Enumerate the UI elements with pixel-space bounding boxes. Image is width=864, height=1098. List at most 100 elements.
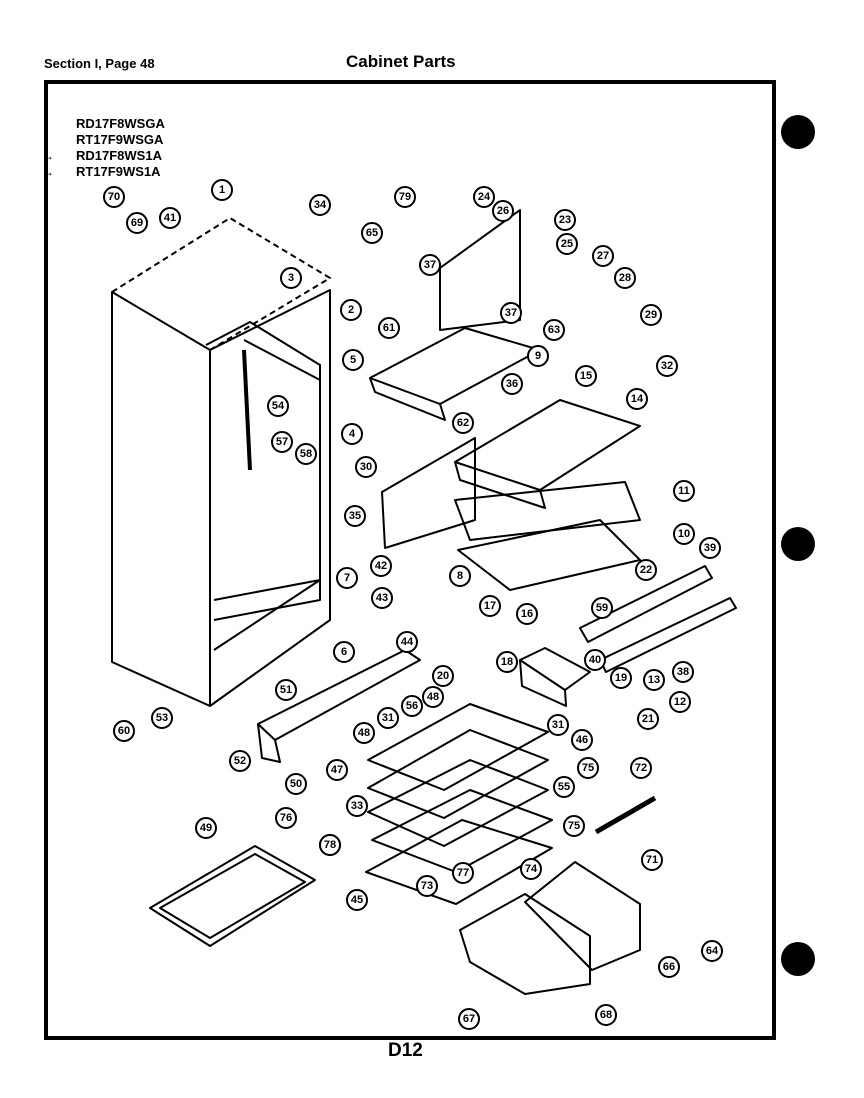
part-callout: 51 [275,679,297,701]
part-callout: 64 [701,940,723,962]
glass-shelf-top [367,703,549,791]
crisper-pan-right [524,861,641,971]
freezer-shelf-lip [369,377,446,421]
part-callout: 48 [422,686,444,708]
part-callout: 28 [614,267,636,289]
part-callout: 39 [699,537,721,559]
part-callout: 29 [640,304,662,326]
arrow-icon: → [42,149,54,163]
liner-bottom [213,579,321,621]
part-callout: 31 [547,714,569,736]
part-callout: 77 [452,862,474,884]
trim-strip [242,349,252,471]
glass-shelf-low [367,759,549,847]
part-callout: 40 [584,649,606,671]
cabinet-top [111,217,331,351]
shelf-front [454,461,546,509]
part-callout: 57 [271,431,293,453]
part-callout: 2 [340,299,362,321]
model-number: RD17F8WS1A [76,148,162,163]
part-callout: 35 [344,505,366,527]
cabinet-shell [111,291,211,707]
liner-rail [243,339,321,381]
part-callout: 53 [151,707,173,729]
model-number: RD17F8WSGA [76,116,165,131]
crisper-shelf [371,789,553,873]
cabinet-side [209,289,331,707]
part-callout: 72 [630,757,652,779]
page-title: Cabinet Parts [346,52,456,71]
part-callout: 20 [432,665,454,687]
part-callout: 19 [610,667,632,689]
part-callout: 25 [556,233,578,255]
crisper-cover [457,519,641,591]
part-callout: 65 [361,222,383,244]
part-callout: 32 [656,355,678,377]
rail-upper [579,565,713,643]
part-callout: 37 [419,254,441,276]
part-callout: 15 [575,365,597,387]
part-callout: 30 [355,456,377,478]
diagram-border [44,80,776,1040]
part-callout: 6 [333,641,355,663]
part-callout: 3 [280,267,302,289]
part-callout: 14 [626,388,648,410]
part-callout: 59 [591,597,613,619]
part-callout: 34 [309,194,331,216]
part-callout: 21 [637,708,659,730]
part-callout: 69 [126,212,148,234]
part-callout: 5 [342,349,364,371]
control-housing [519,647,591,691]
part-callout: 76 [275,807,297,829]
part-callout: 13 [643,669,665,691]
part-callout: 62 [452,412,474,434]
part-callout: 70 [103,186,125,208]
rail-lower [599,597,737,673]
part-callout: 60 [113,720,135,742]
crisper-pan-left [459,893,591,995]
part-callout: 47 [326,759,348,781]
divider-panel [381,437,476,549]
part-callout: 74 [520,858,542,880]
part-callout: 63 [543,319,565,341]
control-housing-front [519,659,567,707]
toe-grille-face [257,723,281,763]
part-callout: 18 [496,651,518,673]
part-callout: 43 [371,587,393,609]
part-callout: 23 [554,209,576,231]
model-number: RT17F9WS1A [76,164,161,179]
part-callout: 4 [341,423,363,445]
part-callout: 31 [377,707,399,729]
part-callout: 73 [416,875,438,897]
drip-tray [149,845,316,947]
mullion [454,481,641,541]
page-code: D12 [388,1040,423,1061]
part-callout: 55 [553,776,575,798]
part-callout: 75 [563,815,585,837]
part-callout: 27 [592,245,614,267]
part-callout: 45 [346,889,368,911]
part-callout: 44 [396,631,418,653]
fresh-food-shelf [454,399,641,491]
part-callout: 56 [401,695,423,717]
part-callout: 22 [635,559,657,581]
part-callout: 12 [669,691,691,713]
binder-hole [781,115,815,149]
cabinet-liner [205,321,321,651]
model-number: RT17F9WSGA [76,132,164,147]
part-callout: 16 [516,603,538,625]
part-callout: 1 [211,179,233,201]
part-callout: 38 [672,661,694,683]
binder-hole [781,942,815,976]
part-callout: 17 [479,595,501,617]
part-callout: 78 [319,834,341,856]
door-bar [594,795,657,835]
toe-grille [257,649,421,741]
freezer-partition [439,209,521,331]
part-callout: 33 [346,795,368,817]
part-callout: 41 [159,207,181,229]
part-callout: 75 [577,757,599,779]
part-callout: 67 [458,1008,480,1030]
